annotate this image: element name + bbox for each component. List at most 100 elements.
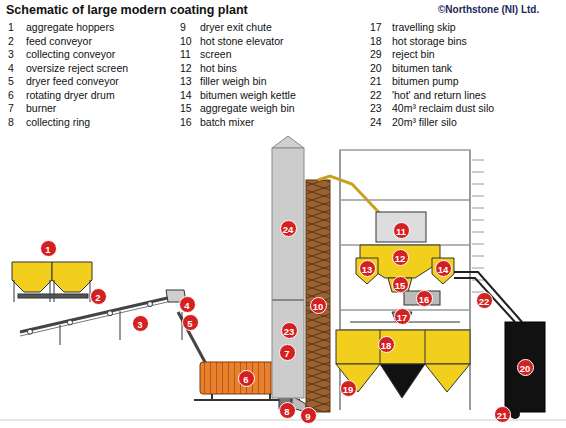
conveyor-roller bbox=[28, 329, 33, 334]
callout-number: 8 bbox=[279, 402, 296, 419]
callout-number: 7 bbox=[279, 344, 296, 361]
callout-number: 24 bbox=[280, 220, 297, 237]
tower-column bbox=[469, 150, 471, 410]
list-number: 8 bbox=[8, 116, 14, 129]
callout-number: 23 bbox=[281, 322, 298, 339]
callout-number: 14 bbox=[435, 260, 452, 277]
feed-conveyor bbox=[18, 294, 88, 298]
list-number: 11 bbox=[180, 48, 191, 61]
conveyor-support bbox=[60, 325, 61, 345]
bitumen-pump bbox=[510, 409, 520, 419]
silo-divider bbox=[272, 299, 304, 301]
part-name: travelling skip bbox=[392, 21, 456, 34]
callout-number: 10 bbox=[310, 297, 327, 314]
conveyor-roller bbox=[148, 302, 153, 307]
part-name: aggregate hoppers bbox=[26, 21, 114, 34]
part-name: screen bbox=[200, 48, 232, 61]
reject-bin bbox=[380, 364, 425, 398]
callout-number: 21 bbox=[494, 406, 511, 423]
hopper-leg bbox=[50, 280, 51, 302]
hopper-leg bbox=[54, 280, 55, 302]
list-number: 16 bbox=[180, 116, 192, 129]
ground-line bbox=[0, 420, 566, 421]
part-name: collecting conveyor bbox=[26, 48, 115, 61]
callout-number: 16 bbox=[416, 290, 433, 307]
aggregate-hopper bbox=[12, 262, 52, 292]
callout-number: 22 bbox=[476, 292, 493, 309]
conveyor-support bbox=[120, 311, 121, 340]
aggregate-hopper bbox=[52, 262, 92, 292]
list-number: 14 bbox=[180, 89, 192, 102]
silo-roof bbox=[272, 136, 304, 148]
stair-step bbox=[472, 184, 484, 185]
collecting-conveyor bbox=[20, 300, 176, 336]
list-number: 12 bbox=[180, 62, 192, 75]
callout-number: 19 bbox=[340, 380, 357, 397]
part-name: reject bin bbox=[392, 48, 435, 61]
callout-number: 6 bbox=[238, 370, 255, 387]
part-name: 20m³ filler silo bbox=[392, 116, 457, 129]
hot-line bbox=[454, 272, 522, 322]
conveyor-roller bbox=[68, 320, 73, 325]
list-number: 3 bbox=[8, 48, 14, 61]
bitumen-tank bbox=[505, 322, 545, 412]
callout-number: 2 bbox=[90, 288, 107, 305]
hot-storage-bins bbox=[336, 330, 470, 364]
tower-floor bbox=[340, 199, 470, 201]
callout-number: 13 bbox=[359, 260, 376, 277]
tower-column bbox=[339, 150, 341, 410]
part-name: 40m³ reclaim dust silo bbox=[392, 102, 494, 115]
list-number: 15 bbox=[180, 102, 192, 115]
dryer-support bbox=[269, 394, 271, 400]
part-name: feed conveyor bbox=[26, 35, 92, 48]
part-name: hot storage bins bbox=[392, 35, 467, 48]
part-name: oversize reject screen bbox=[26, 62, 128, 75]
screen bbox=[376, 212, 426, 242]
list-number: 6 bbox=[8, 89, 14, 102]
part-name: dryer feed conveyor bbox=[26, 75, 119, 88]
storage-bin-cone bbox=[425, 364, 470, 392]
part-name: collecting ring bbox=[26, 116, 90, 129]
stair-step bbox=[472, 220, 484, 221]
list-number: 2 bbox=[8, 35, 14, 48]
callout-number: 18 bbox=[378, 336, 395, 353]
list-number: 9 bbox=[180, 21, 186, 34]
stair-step bbox=[472, 172, 484, 173]
part-name: 'hot' and return lines bbox=[392, 89, 486, 102]
stair-step bbox=[472, 160, 484, 161]
copyright-note: ©Northstone (NI) Ltd. bbox=[438, 4, 539, 15]
list-number: 23 bbox=[370, 102, 382, 115]
bin-divider bbox=[425, 330, 426, 364]
list-number: 21 bbox=[370, 75, 382, 88]
callout-number: 3 bbox=[132, 315, 149, 332]
part-name: bitumen pump bbox=[392, 75, 459, 88]
stair-step bbox=[472, 244, 484, 245]
part-name: aggregate weigh bin bbox=[200, 102, 295, 115]
part-name: filler weigh bin bbox=[200, 75, 267, 88]
part-name: dryer exit chute bbox=[200, 21, 272, 34]
part-name: burner bbox=[26, 102, 56, 115]
list-number: 20 bbox=[370, 62, 382, 75]
list-number: 1 bbox=[8, 21, 14, 34]
list-number: 24 bbox=[370, 116, 382, 129]
part-name: bitumen weigh kettle bbox=[200, 89, 296, 102]
callout-number: 9 bbox=[300, 407, 317, 424]
callout-number: 1 bbox=[40, 240, 57, 257]
part-name: hot stone elevator bbox=[200, 35, 283, 48]
list-number: 22 bbox=[370, 89, 382, 102]
bitumen-weigh-kettle bbox=[432, 258, 454, 284]
callout-number: 5 bbox=[182, 314, 199, 331]
dryer-feed-conveyor bbox=[178, 312, 206, 364]
hopper-leg bbox=[14, 280, 15, 302]
return-line bbox=[454, 278, 515, 322]
callout-number: 17 bbox=[394, 308, 411, 325]
list-number: 10 bbox=[180, 35, 192, 48]
list-number: 4 bbox=[8, 62, 14, 75]
title: Schematic of large modern coating plant bbox=[6, 3, 248, 17]
callout-number: 12 bbox=[392, 249, 409, 266]
filler-silo bbox=[272, 148, 304, 398]
callout-number: 4 bbox=[179, 296, 196, 313]
rotating-dryer-drum bbox=[200, 362, 282, 394]
